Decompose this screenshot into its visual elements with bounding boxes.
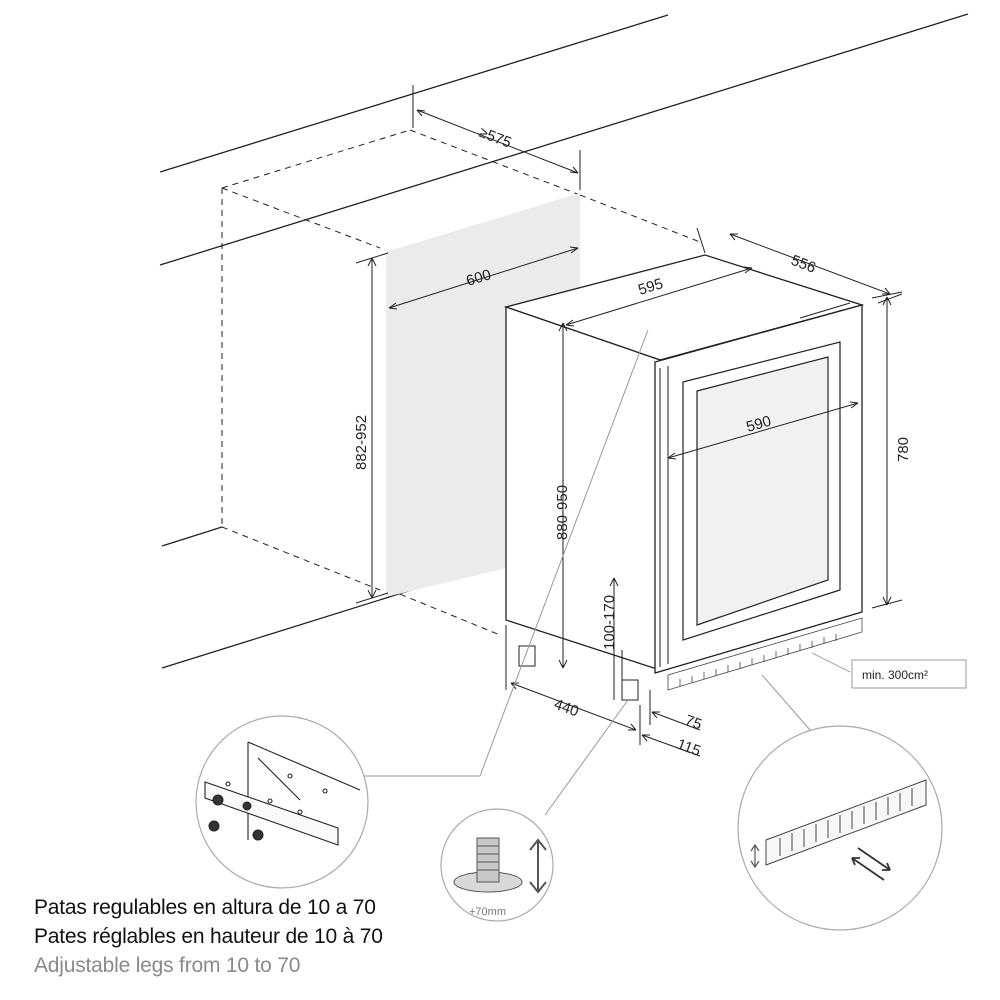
unit-height-label: 780 — [895, 437, 912, 462]
door-hinge-bar — [659, 302, 851, 667]
niche-width-dimension — [388, 246, 579, 310]
unit-depth-label: 556 — [789, 252, 818, 277]
plinth-height-dimension — [609, 577, 623, 700]
unit-height-dimension — [871, 291, 903, 609]
depth-dimension — [412, 85, 581, 190]
plinth-grille — [667, 617, 863, 691]
door-width-dimension — [667, 401, 859, 460]
total-height-dimension — [558, 322, 568, 669]
diagonal-arrows-icon — [851, 847, 891, 881]
foot-callout-label: +70mm — [469, 906, 506, 918]
niche-height-label: 882-952 — [353, 415, 370, 470]
vertical-arrow-icon — [750, 843, 760, 869]
niche-dashed-outline — [221, 129, 701, 636]
foot-icon — [453, 837, 523, 893]
leg-setback-dimension — [505, 625, 641, 745]
caption-english: Adjustable legs from 10 to 70 — [34, 954, 301, 977]
leg-setback-label: 440 — [552, 696, 581, 721]
unit-width-dimension — [565, 266, 753, 327]
plinth-height-label: 100-170 — [601, 595, 618, 650]
ventilation-note-box — [851, 659, 967, 689]
caption-french: Pates réglables en hauteur de 10 à 70 — [34, 925, 383, 948]
unit-depth-dimension — [696, 227, 903, 304]
niche-width-label: 600 — [464, 266, 493, 290]
depth-min-label: ≥575 — [477, 124, 514, 152]
caption-block: Patas regulables en altura de 10 a 70 Pa… — [34, 893, 383, 980]
screw-icon — [208, 794, 264, 841]
total-height-label: 880-950 — [554, 485, 571, 540]
door-width-label: 590 — [744, 413, 773, 436]
bracket-callout-leader — [362, 329, 649, 777]
ventilation-note: min. 300cm² — [862, 668, 928, 682]
adjustable-feet — [518, 645, 639, 701]
bracket-detail-drawing — [204, 741, 361, 846]
foot-callout-leader — [544, 699, 629, 816]
vent-grille-drawing — [765, 779, 927, 866]
ventilation-leader — [811, 652, 851, 673]
unit-width-label: 595 — [636, 275, 665, 299]
door-glass — [682, 341, 841, 641]
front-offset-dimensions — [641, 690, 701, 757]
up-down-arrow-icon — [529, 838, 547, 894]
caption-spanish: Patas regulables en altura de 10 a 70 — [34, 896, 376, 919]
front-75-label: 75 — [683, 712, 704, 734]
bracket-detail-circle — [195, 715, 369, 889]
niche-height-dimension — [355, 252, 389, 604]
front-115-label: 115 — [675, 736, 703, 760]
grille-callout-leader — [761, 674, 811, 731]
